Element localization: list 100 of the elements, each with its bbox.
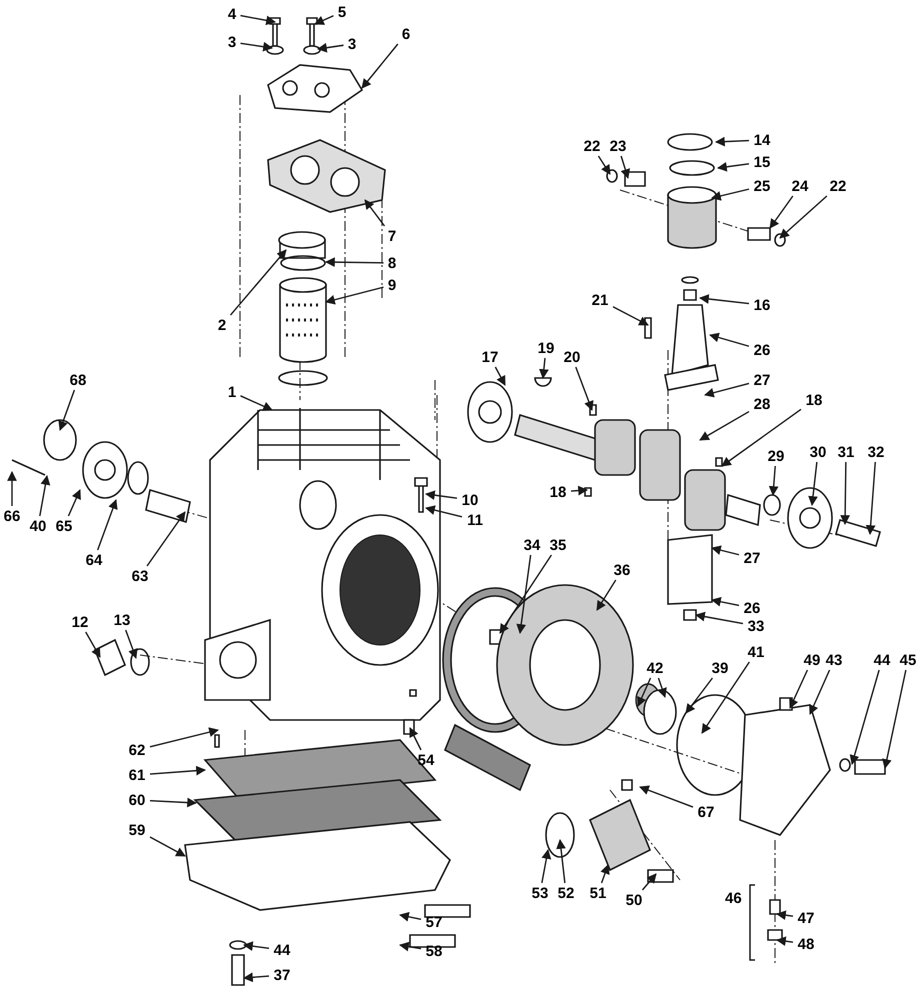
leader-arrow (240, 14, 276, 26)
leader-arrow (150, 798, 197, 808)
leader-arrow (325, 286, 384, 305)
callout-number: 67 (695, 803, 717, 821)
callout-number: 1 (226, 383, 238, 401)
leader-arrow (695, 612, 744, 624)
leader-arrow (230, 249, 287, 316)
leader-arrow (600, 864, 610, 884)
leader-arrow (840, 462, 850, 525)
leader-arrow (711, 596, 740, 607)
callout-number: 61 (126, 766, 148, 784)
leader-arrow (704, 382, 750, 398)
callout-number: 28 (751, 395, 773, 413)
leader-arrow (639, 786, 694, 808)
callout-number: 17 (479, 348, 501, 366)
callout-number: 62 (126, 741, 148, 759)
leader-arrow (711, 545, 740, 556)
callout-number: 48 (795, 935, 817, 953)
callout-number: 2 (216, 316, 228, 334)
leader-arrow (68, 489, 81, 516)
callout-number: 64 (83, 551, 105, 569)
callout-number: 32 (865, 443, 887, 461)
callout-number: 41 (745, 643, 767, 661)
callout-number: 46 (725, 891, 742, 906)
callout-number: 39 (709, 659, 731, 677)
callout-number: 8 (386, 254, 398, 272)
leader-arrow (715, 136, 750, 146)
leader-arrow (769, 196, 794, 229)
callout-number: 5 (336, 3, 348, 21)
callout-number: 52 (555, 884, 577, 902)
callout-number: 42 (644, 659, 666, 677)
leader-arrow (364, 199, 386, 226)
leader-arrow (146, 511, 186, 566)
leader-arrow (789, 670, 808, 709)
leader-arrow (709, 332, 750, 347)
callout-number: 22 (827, 177, 849, 195)
callout-number: 24 (789, 177, 811, 195)
leader-arrow (850, 670, 880, 765)
leader-arrow (409, 727, 422, 750)
callout-number: 44 (871, 651, 893, 669)
callout-number: 54 (415, 751, 437, 769)
callout-number: 51 (587, 884, 609, 902)
callout-number: 9 (386, 276, 398, 294)
callout-number: 18 (803, 391, 825, 409)
leader-arrow (866, 462, 876, 535)
callout-number: 10 (459, 491, 481, 509)
leader-arrow (425, 490, 458, 500)
callout-number: 33 (745, 617, 767, 635)
leader-arrow (516, 554, 532, 634)
callout-number: 31 (835, 443, 857, 461)
leader-arrow (97, 499, 118, 550)
leader-arrow (711, 188, 750, 201)
leader-arrow (240, 42, 273, 52)
callout-number: 37 (271, 966, 293, 984)
callout-number: 21 (589, 291, 611, 309)
leader-arrow (575, 366, 594, 411)
leader-arrow (125, 630, 138, 659)
leader-arrow (598, 156, 611, 175)
callout-number: 66 (1, 507, 23, 525)
leader-arrow (58, 390, 76, 431)
callout-number: 27 (741, 549, 763, 567)
callout-number: 20 (561, 348, 583, 366)
leader-arrow (7, 471, 17, 506)
leader-arrow (699, 294, 750, 304)
leader-arrow (570, 486, 588, 496)
callout-number: 47 (795, 909, 817, 927)
leader-arrow (779, 195, 828, 239)
leader-arrow (425, 505, 462, 518)
callout-number: 16 (751, 296, 773, 314)
callout-number: 59 (126, 821, 148, 839)
callout-number: 44 (271, 941, 293, 959)
leader-arrow (541, 849, 552, 884)
leader-arrow (556, 839, 566, 884)
callout-number: 40 (27, 517, 49, 535)
leader-arrow (642, 873, 657, 890)
callout-number: 3 (346, 35, 358, 53)
callout-number: 68 (67, 371, 89, 389)
callout-number: 58 (423, 942, 445, 960)
callout-number: 36 (611, 561, 633, 579)
leader-arrow (808, 462, 818, 506)
callout-number: 34 (521, 536, 543, 554)
callout-number: 57 (423, 913, 445, 931)
leader-arrow (243, 941, 270, 951)
callout-number: 4 (226, 5, 238, 23)
callout-number: 49 (801, 651, 823, 669)
leader-arrow (699, 410, 750, 441)
leader-arrow (39, 475, 50, 516)
leader-arrow (85, 632, 101, 658)
leader-arrow (150, 836, 186, 857)
leader-arrow (494, 366, 506, 386)
leader-arrow (658, 678, 667, 698)
leader-arrow (325, 257, 384, 268)
leader-arrow (361, 44, 398, 89)
leader-arrow (637, 678, 652, 707)
callout-number: 60 (126, 791, 148, 809)
leader-arrow (882, 670, 907, 769)
leader-arrow (776, 910, 794, 920)
callout-number: 29 (765, 447, 787, 465)
callout-number: 13 (111, 611, 133, 629)
leader-arrow (612, 306, 649, 326)
